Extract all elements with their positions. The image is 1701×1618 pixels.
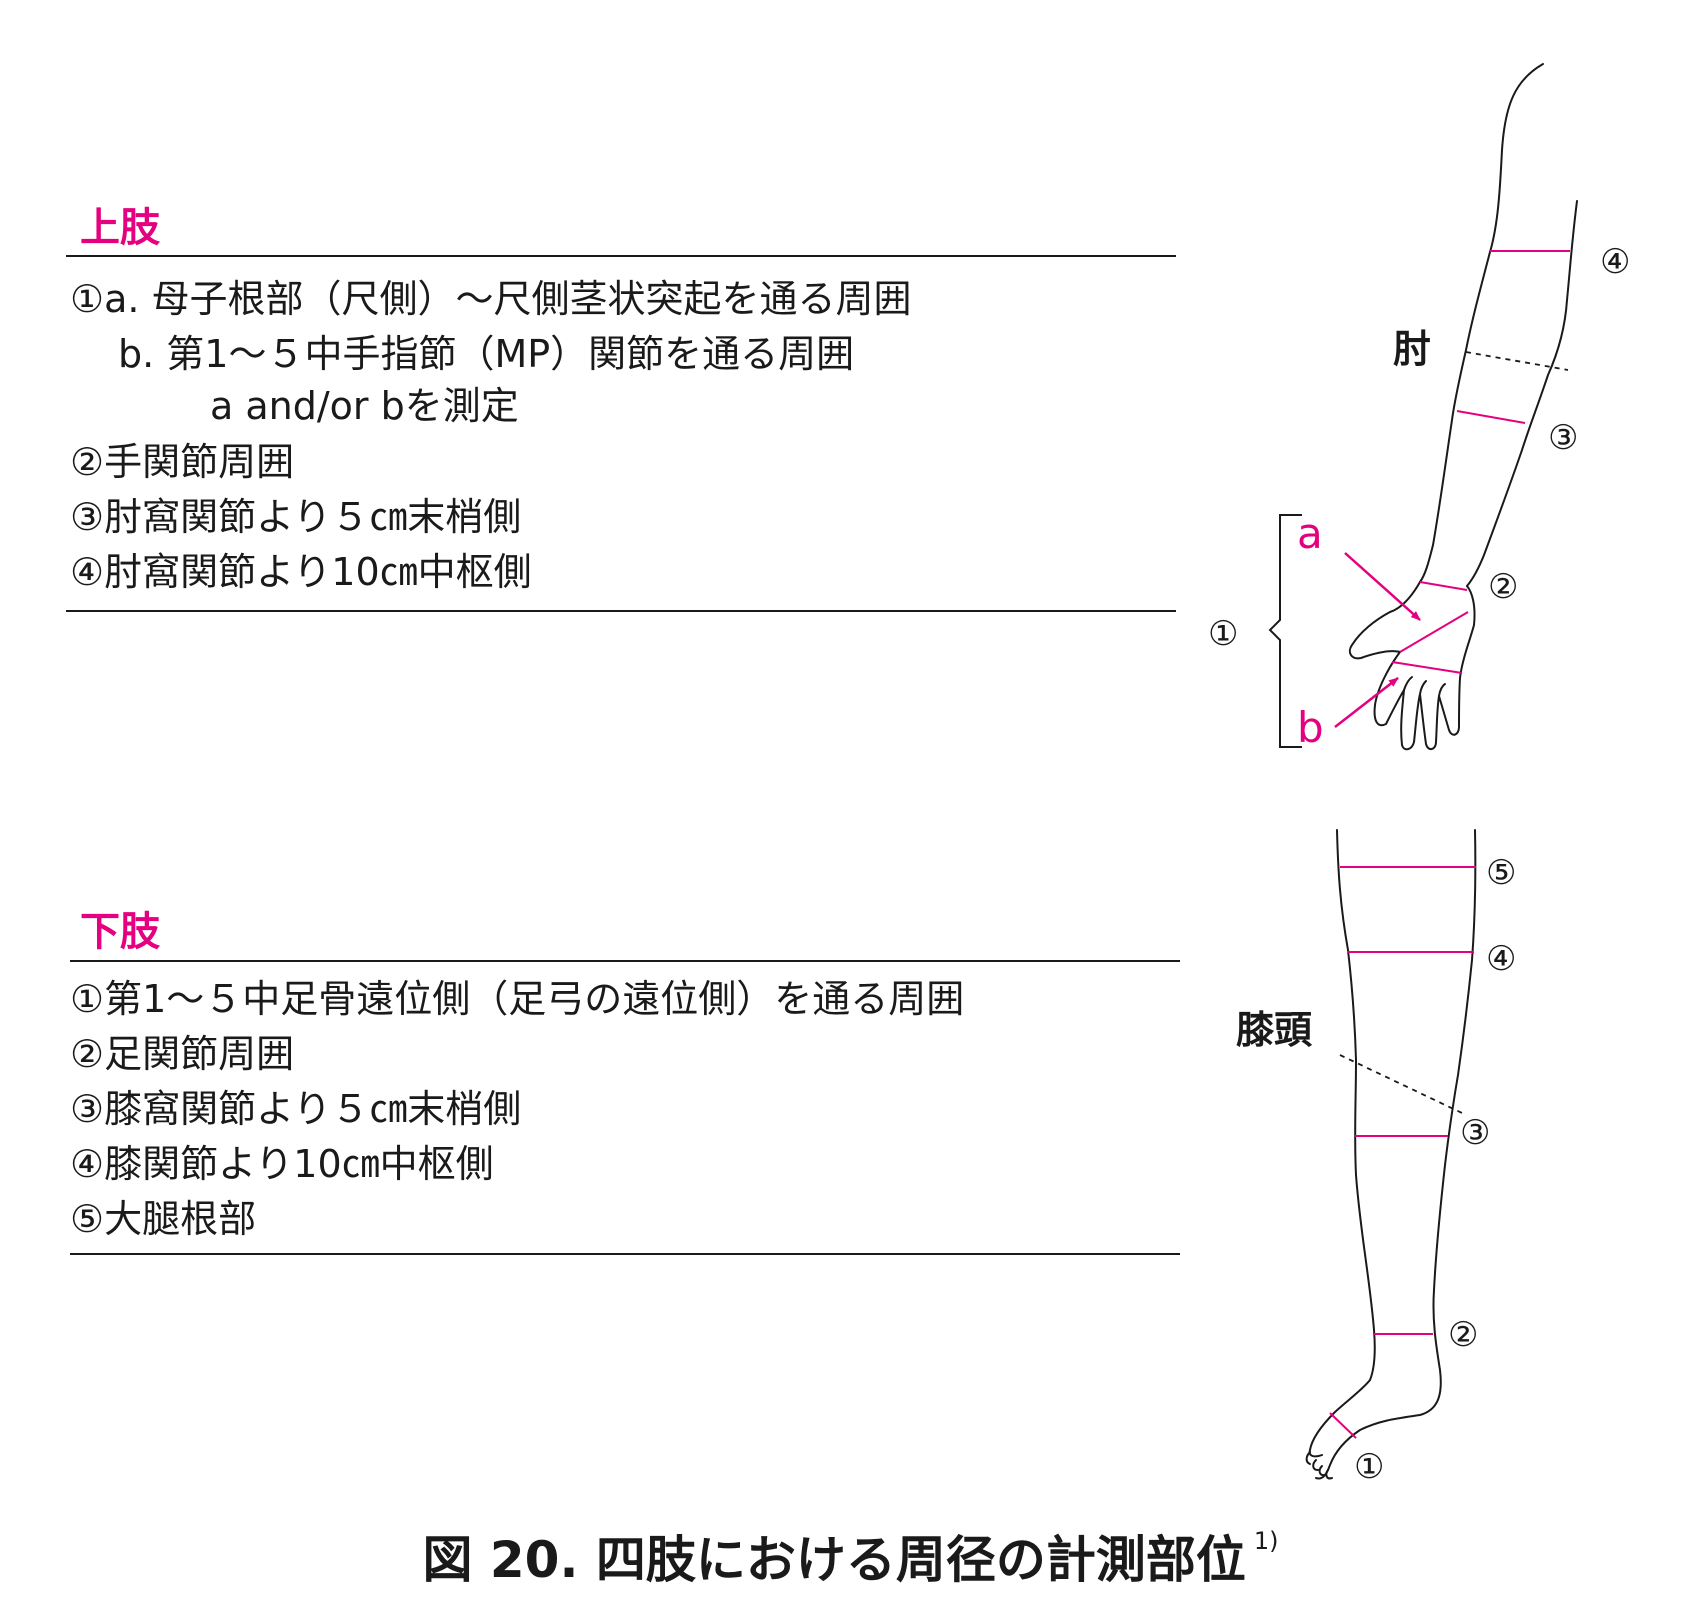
kneecap-label: 膝頭	[1236, 1008, 1313, 1052]
arm-measure-lines	[1391, 250, 1570, 674]
elbow-label: 肘	[1393, 327, 1431, 371]
lower-limb-title: 下肢	[80, 909, 160, 955]
upper-top-rule	[66, 255, 1176, 257]
arm-arrows	[1334, 552, 1421, 728]
upper-item-4: ④肘窩関節より10㎝中枢側	[70, 550, 532, 594]
upper-item-1b: b. 第1〜５中手指節（MP）関節を通る周囲	[118, 332, 855, 376]
leg-measure-lines	[1329, 866, 1476, 1439]
leg-outline-left	[1308, 829, 1376, 1458]
lower-bottom-rule	[70, 1253, 1180, 1255]
upper-item-1-note: a and/or bを測定	[210, 384, 519, 428]
upper-bottom-rule	[66, 610, 1176, 612]
arm-figure	[1348, 63, 1578, 751]
leg-outline-right	[1315, 829, 1477, 1480]
leg-label-5: ⑤	[1486, 853, 1516, 893]
arm-label-4: ④	[1600, 242, 1630, 282]
lower-top-rule	[70, 960, 1180, 962]
arm-label-3: ③	[1548, 418, 1578, 458]
hand-outline	[1348, 581, 1476, 751]
lower-item-3: ③膝窩関節より５㎝末梢側	[70, 1087, 522, 1131]
leg-label-4: ④	[1486, 939, 1516, 979]
upper-item-2: ②手関節周囲	[70, 440, 295, 484]
leg-line-1	[1329, 1412, 1357, 1439]
caption-text: 図 20. 四肢における周径の計測部位	[422, 1531, 1246, 1589]
leg-label-3: ③	[1460, 1113, 1490, 1153]
arrow-a	[1344, 552, 1421, 621]
arm-outline-right	[1466, 200, 1578, 587]
arm-line-1b	[1391, 661, 1463, 674]
elbow-dashed-line	[1465, 351, 1569, 371]
marker-b: b	[1297, 703, 1324, 752]
upper-item-1a: ①a. 母子根部（尺側）〜尺側茎状突起を通る周囲	[70, 277, 912, 321]
leg-figure	[1305, 829, 1477, 1480]
lower-item-2: ②足関節周囲	[70, 1032, 295, 1076]
arm-line-1a	[1399, 611, 1469, 653]
upper-item-3: ③肘窩関節より５㎝末梢側	[70, 495, 522, 539]
arm-label-2: ②	[1488, 567, 1518, 607]
upper-limb-title: 上肢	[80, 205, 160, 251]
lower-item-5: ⑤大腿根部	[70, 1197, 257, 1241]
arrow-b	[1334, 677, 1399, 728]
lower-item-1: ①第1〜５中足骨遠位側（足弓の遠位側）を通る周囲	[70, 977, 965, 1021]
kneecap-dashed-line	[1339, 1054, 1463, 1114]
arm-line-2	[1419, 581, 1468, 591]
lower-item-4: ④膝関節より10㎝中枢側	[70, 1142, 494, 1186]
leg-label-2: ②	[1448, 1315, 1478, 1355]
marker-a: a	[1297, 509, 1323, 558]
caption-reference: 1)	[1253, 1527, 1279, 1555]
bracket-1	[1268, 514, 1302, 748]
arm-outline-left	[1419, 63, 1544, 583]
arm-label-1: ①	[1208, 614, 1238, 654]
arm-line-3	[1456, 410, 1526, 424]
leg-label-1: ①	[1354, 1447, 1384, 1487]
